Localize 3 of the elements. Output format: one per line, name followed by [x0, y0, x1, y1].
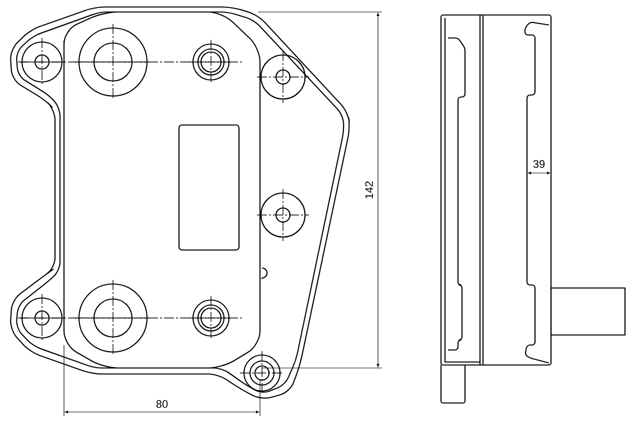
dimension-label: 80	[156, 400, 168, 408]
dimension-label: 39	[533, 160, 545, 168]
dimension-label: 142	[365, 181, 373, 198]
